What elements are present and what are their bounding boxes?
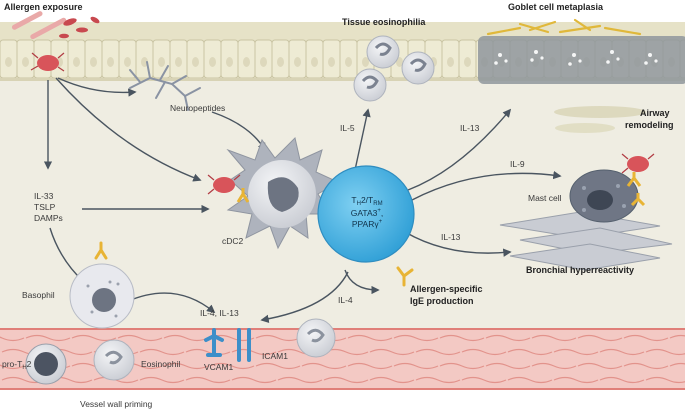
il5-label: IL-5 — [340, 123, 355, 133]
il4-label: IL-4 — [338, 295, 353, 305]
vcam1-label: VCAM1 — [204, 362, 234, 372]
tissue-eosinophils — [353, 35, 435, 102]
ige-production-heading-2: IgE production — [410, 296, 474, 306]
il13-right-label: IL-13 — [441, 232, 461, 242]
il9-label: IL-9 — [510, 159, 525, 169]
mast-cell-label: Mast cell — [528, 193, 562, 203]
neuron-icon — [129, 61, 201, 111]
mite-on-mast-cell-icon — [621, 153, 655, 174]
arrows — [43, 77, 562, 323]
il4-il13-label: IL-4, IL-13 — [200, 308, 239, 318]
vessel-cells — [25, 318, 336, 385]
tslp-label: TSLP — [34, 202, 56, 212]
il33-label: IL-33 — [34, 191, 54, 201]
th2-cell — [317, 165, 415, 263]
basophil-label: Basophil — [22, 290, 55, 300]
tissue-eosinophilia-heading: Tissue eosinophilia — [342, 17, 426, 27]
airway-remodeling-heading-1: Airway — [640, 108, 670, 118]
goblet-cells — [478, 18, 685, 133]
basophil-cell — [69, 263, 135, 329]
dendritic-cell-cdc2 — [207, 137, 340, 250]
airway-remodeling-heading-2: remodeling — [625, 120, 674, 130]
allergen-exposure-heading: Allergen exposure — [4, 2, 83, 12]
goblet-cell-metaplasia-heading: Goblet cell metaplasia — [508, 2, 604, 12]
icam1-icon — [237, 328, 251, 362]
neuropeptides-label: Neuropeptides — [170, 103, 226, 113]
mast-cell — [569, 153, 655, 223]
eosinophil-label: Eosinophil — [141, 359, 181, 369]
icam1-label: ICAM1 — [262, 351, 288, 361]
dust-mite-icon — [30, 52, 65, 72]
cdc2-label: cDC2 — [222, 236, 244, 246]
allergen-particles — [11, 11, 100, 72]
th2-cell-label: TH2/TRM GATA3+, PPARγ+ — [350, 195, 384, 229]
pro-th2-label: pro-TH2 — [2, 359, 32, 371]
damps-label: DAMPs — [34, 213, 63, 223]
vcam1-icon — [204, 328, 224, 357]
mite-on-dc-icon — [207, 174, 241, 195]
bronchial-hyperreactivity-heading: Bronchial hyperreactivity — [526, 265, 635, 275]
vessel-wall-priming-label: Vessel wall priming — [80, 399, 153, 409]
ige-antibody-icon — [94, 241, 414, 287]
smooth-muscle-cells — [499, 211, 673, 271]
ige-production-heading-1: Allergen-specific — [410, 284, 483, 294]
il13-top-label: IL-13 — [460, 123, 480, 133]
